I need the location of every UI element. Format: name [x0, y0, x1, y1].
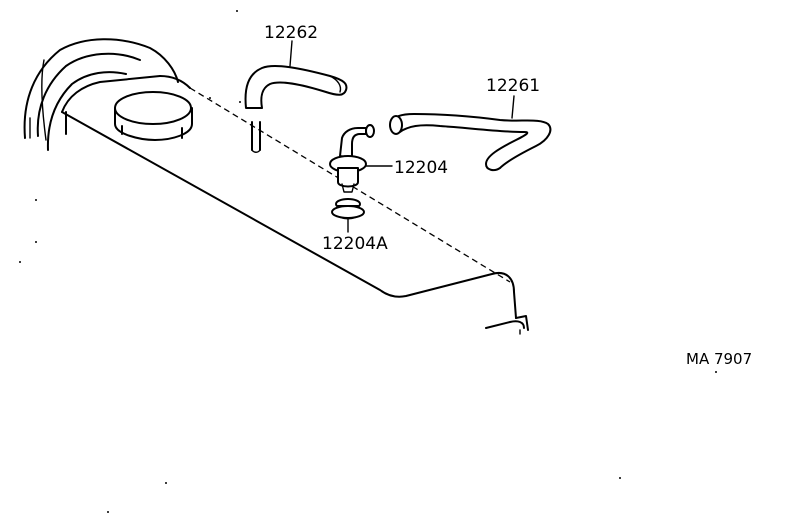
engine-cover — [23, 38, 529, 335]
oil-filler-cap — [114, 91, 193, 141]
hose-12261 — [389, 95, 552, 172]
label-12261: 12261 — [486, 76, 540, 96]
label-12262: 12262 — [264, 23, 318, 43]
label-12204A: 12204A — [322, 234, 388, 254]
scan-dots — [19, 10, 717, 513]
label-12204: 12204 — [394, 158, 448, 178]
hose-12262 — [244, 40, 348, 153]
diagram-code: MA 7907 — [686, 350, 752, 368]
grommet-12204A — [331, 198, 365, 233]
pcv-valve-12204 — [329, 124, 393, 193]
